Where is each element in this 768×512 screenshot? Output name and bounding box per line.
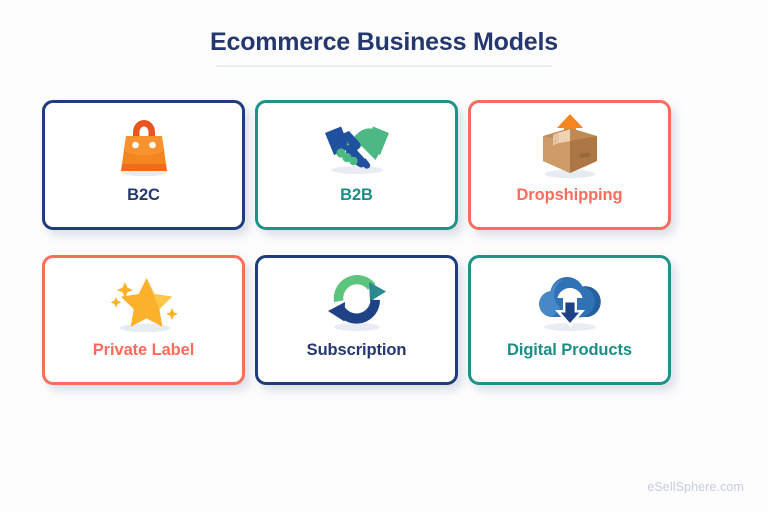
shopping-bag-icon — [113, 110, 175, 184]
card-label: B2B — [340, 186, 373, 204]
refresh-cycle-icon — [322, 265, 392, 339]
card-label: Dropshipping — [516, 186, 623, 204]
card-label: Subscription — [306, 341, 407, 359]
card-subscription[interactable]: Subscription — [255, 255, 458, 385]
site-watermark: eSellSphere.com — [647, 480, 744, 494]
card-label: Digital Products — [507, 341, 632, 359]
business-models-grid: B2C B2B — [42, 100, 682, 385]
page-header: Ecommerce Business Models — [0, 26, 768, 67]
card-label: B2C — [127, 186, 160, 204]
star-sparkle-icon — [105, 265, 183, 339]
shipping-box-arrow-up-icon — [535, 110, 605, 184]
card-b2b[interactable]: B2B — [255, 100, 458, 230]
card-dropshipping[interactable]: Dropshipping — [468, 100, 671, 230]
cloud-download-icon — [530, 265, 610, 339]
card-label: Private Label — [92, 341, 195, 359]
title-underline — [216, 65, 552, 67]
page-title: Ecommerce Business Models — [210, 28, 558, 56]
card-b2c[interactable]: B2C — [42, 100, 245, 230]
card-digital-products[interactable]: Digital Products — [468, 255, 671, 385]
handshake-icon — [316, 110, 398, 184]
card-private-label[interactable]: Private Label — [42, 255, 245, 385]
